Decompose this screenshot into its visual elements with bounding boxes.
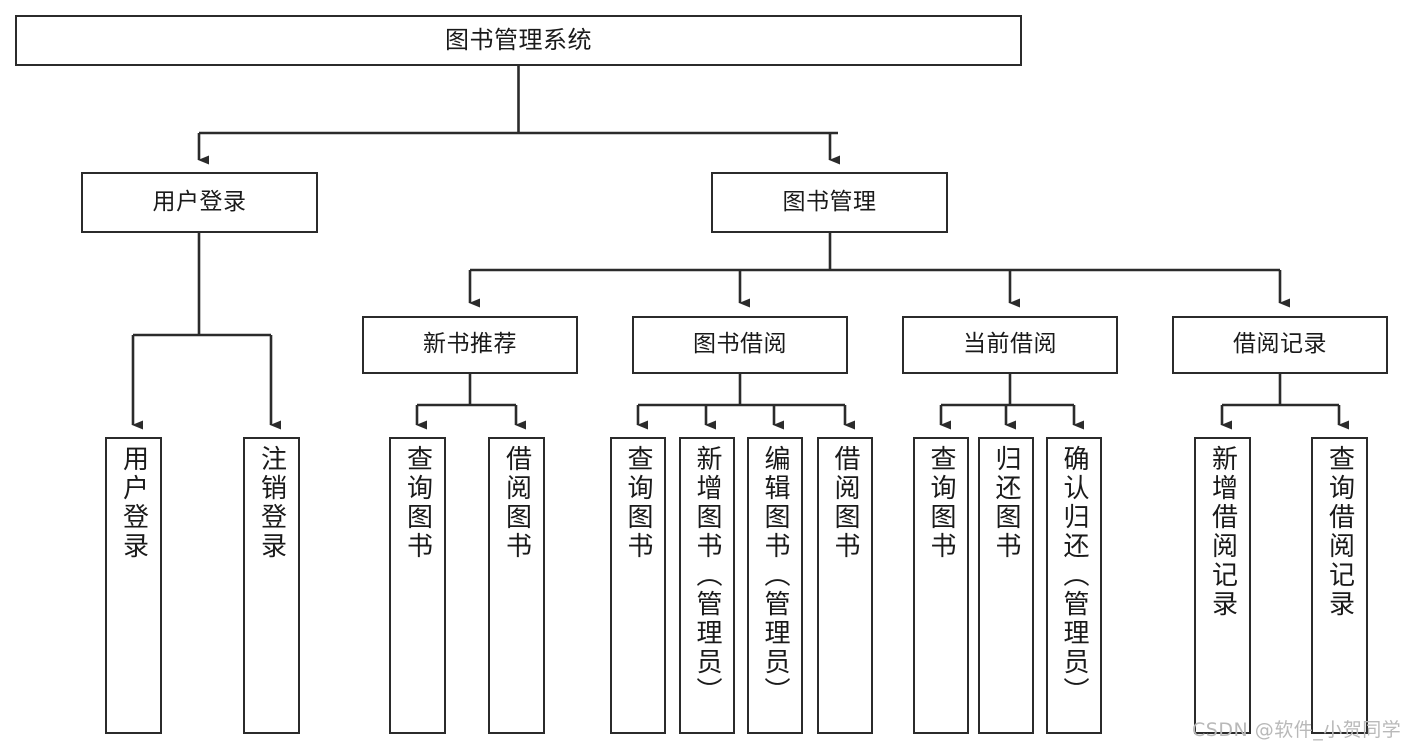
node-book-borrow[interactable]: 图书借阅 — [632, 316, 848, 374]
node-leaf-borrow-book[interactable]: 借阅图书 — [817, 437, 873, 734]
node-label: 借阅图书 — [830, 445, 860, 561]
node-label: 编辑图书（管理员） — [760, 445, 790, 706]
node-label: 查询图书 — [926, 445, 956, 561]
node-label: 图书借阅 — [693, 331, 787, 358]
node-leaf-query-borrow-record[interactable]: 查询借阅记录 — [1311, 437, 1368, 734]
node-label: 新增图书（管理员） — [692, 445, 722, 706]
node-label: 注销登录 — [256, 445, 287, 561]
node-label: 新增借阅记录 — [1207, 445, 1238, 619]
node-user-login[interactable]: 用户登录 — [81, 172, 318, 233]
node-book-management[interactable]: 图书管理 — [711, 172, 948, 233]
node-leaf-add-borrow-record[interactable]: 新增借阅记录 — [1194, 437, 1251, 734]
node-label: 图书管理系统 — [445, 26, 592, 55]
node-label: 新书推荐 — [423, 331, 517, 358]
node-leaf-borrow-book-recommend[interactable]: 借阅图书 — [488, 437, 545, 734]
node-root-book-management-system[interactable]: 图书管理系统 — [15, 15, 1022, 66]
node-label: 查询图书 — [623, 445, 653, 561]
node-leaf-confirm-return-admin[interactable]: 确认归还（管理员） — [1046, 437, 1102, 734]
node-label: 用户登录 — [118, 445, 149, 561]
node-current-borrow[interactable]: 当前借阅 — [902, 316, 1118, 374]
node-leaf-edit-book-admin[interactable]: 编辑图书（管理员） — [747, 437, 803, 734]
csdn-watermark: CSDN @软件_小贺同学 — [1192, 719, 1402, 741]
node-label: 用户登录 — [152, 188, 247, 215]
node-new-book-recommend[interactable]: 新书推荐 — [362, 316, 578, 374]
node-label: 查询借阅记录 — [1324, 445, 1355, 619]
node-label: 借阅图书 — [501, 445, 532, 561]
node-leaf-user-login[interactable]: 用户登录 — [105, 437, 162, 734]
node-leaf-add-book-admin[interactable]: 新增图书（管理员） — [679, 437, 735, 734]
node-label: 当前借阅 — [963, 331, 1057, 358]
node-label: 确认归还（管理员） — [1059, 445, 1089, 706]
node-leaf-return-book[interactable]: 归还图书 — [978, 437, 1034, 734]
node-leaf-query-book-current[interactable]: 查询图书 — [913, 437, 969, 734]
node-leaf-user-logout[interactable]: 注销登录 — [243, 437, 300, 734]
node-label: 借阅记录 — [1233, 331, 1327, 358]
node-leaf-query-book-recommend[interactable]: 查询图书 — [389, 437, 446, 734]
node-leaf-query-book-borrow[interactable]: 查询图书 — [610, 437, 666, 734]
node-label: 图书管理 — [782, 188, 877, 215]
node-label: 归还图书 — [991, 445, 1021, 561]
node-label: 查询图书 — [402, 445, 433, 561]
node-borrow-record[interactable]: 借阅记录 — [1172, 316, 1388, 374]
